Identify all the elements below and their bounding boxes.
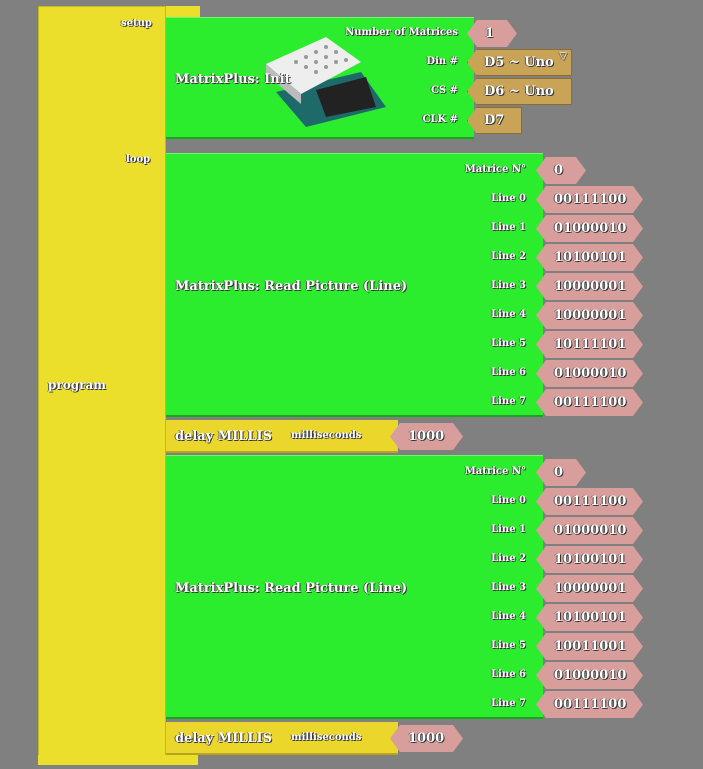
line-value: 10000001 [554,279,627,294]
line-value: 10000001 [554,581,627,596]
matrice-label: Matrice N° [464,466,526,477]
line-value-input[interactable]: 10100101 [536,244,643,271]
line-label: Line 6 [491,367,526,378]
line-label: Line 3 [491,280,526,291]
line-value-input[interactable]: 10000001 [536,302,643,329]
init-field-label: Din # [426,56,458,67]
init-field-label: CLK # [422,114,458,125]
delay-unit-label: milliseconds [291,430,362,441]
line-label: Line 3 [491,582,526,593]
init-field-pin[interactable]: D7 [467,107,522,134]
init-field-pin[interactable]: D5 ~ Uno ▽ [467,49,572,76]
line-value: 00111100 [554,697,627,712]
matrice-value: 0 [554,163,564,178]
line-value: 10011001 [554,639,627,654]
init-field-pin[interactable]: D6 ~ Uno [467,78,572,105]
init-field-number[interactable]: 1 [467,20,517,47]
line-label: Line 7 [491,396,526,407]
line-value-input[interactable]: 00111100 [536,389,643,416]
line-value-input[interactable]: 00111100 [536,186,643,213]
line-label: Line 5 [491,338,526,349]
line-value: 10100101 [554,250,627,265]
field-value: 1 [485,26,495,41]
delay-millis-block[interactable]: delay MILLIS milliseconds [166,722,398,755]
line-value: 10100101 [554,610,627,625]
delay-value: 1000 [408,731,445,746]
matrice-input[interactable]: 0 [536,459,586,486]
read-picture-block[interactable]: MatrixPlus: Read Picture (Line) [166,153,543,417]
delay-input[interactable]: 1000 [390,423,463,450]
program-block[interactable] [38,6,166,765]
line-label: Line 5 [491,640,526,651]
line-value: 01000010 [554,523,627,538]
line-value-input[interactable]: 10100101 [536,546,643,573]
matrice-label: Matrice N° [464,164,526,175]
matrix-init-block[interactable]: MatrixPlus: Init [166,17,474,139]
delay-input[interactable]: 1000 [390,725,463,752]
line-value-input[interactable]: 01000010 [536,662,643,689]
line-label: Line 7 [491,698,526,709]
delay-title: delay MILLIS [175,731,273,746]
line-value-input[interactable]: 00111100 [536,691,643,718]
line-value-input[interactable]: 10011001 [536,633,643,660]
matrice-input[interactable]: 0 [536,157,586,184]
triangle-down-icon[interactable]: ▽ [559,51,567,62]
line-label: Line 2 [491,251,526,262]
line-value-input[interactable]: 10000001 [536,575,643,602]
line-value: 01000010 [554,668,627,683]
line-value: 01000010 [554,221,627,236]
program-label: program [48,378,106,392]
setup-label: setup [121,18,152,29]
init-field-label: CS # [430,85,458,96]
line-value: 00111100 [554,494,627,509]
loop-label: loop [126,154,151,165]
line-value: 10111101 [554,337,627,352]
delay-unit-label: milliseconds [291,732,362,743]
line-value-input[interactable]: 10100101 [536,604,643,631]
line-value-input[interactable]: 10111101 [536,331,643,358]
delay-millis-block[interactable]: delay MILLIS milliseconds [166,420,398,453]
line-value: 10000001 [554,308,627,323]
line-label: Line 4 [491,309,526,320]
line-value: 00111100 [554,192,627,207]
line-value: 10100101 [554,552,627,567]
init-field-label: Number of Matrices [345,27,458,38]
read-picture-title: MatrixPlus: Read Picture (Line) [175,279,408,294]
line-value-input[interactable]: 00111100 [536,488,643,515]
program-block-bottom [38,755,198,765]
led-matrix-module-image [266,37,386,127]
read-picture-block[interactable]: MatrixPlus: Read Picture (Line) [166,455,543,719]
line-label: Line 4 [491,611,526,622]
line-label: Line 0 [491,193,526,204]
line-value-input[interactable]: 01000010 [536,215,643,242]
line-value-input[interactable]: 01000010 [536,517,643,544]
line-label: Line 6 [491,669,526,680]
matrice-value: 0 [554,465,564,480]
line-label: Line 1 [491,524,526,535]
line-value-input[interactable]: 01000010 [536,360,643,387]
delay-title: delay MILLIS [175,429,273,444]
read-picture-title: MatrixPlus: Read Picture (Line) [175,581,408,596]
line-value: 00111100 [554,395,627,410]
field-value: D6 ~ Uno [484,84,554,99]
init-title: MatrixPlus: Init [175,72,291,87]
line-label: Line 0 [491,495,526,506]
line-label: Line 2 [491,553,526,564]
delay-value: 1000 [408,429,445,444]
line-value: 01000010 [554,366,627,381]
line-value-input[interactable]: 10000001 [536,273,643,300]
line-label: Line 1 [491,222,526,233]
field-value: D5 ~ Uno [484,55,554,70]
field-value: D7 [484,113,505,128]
